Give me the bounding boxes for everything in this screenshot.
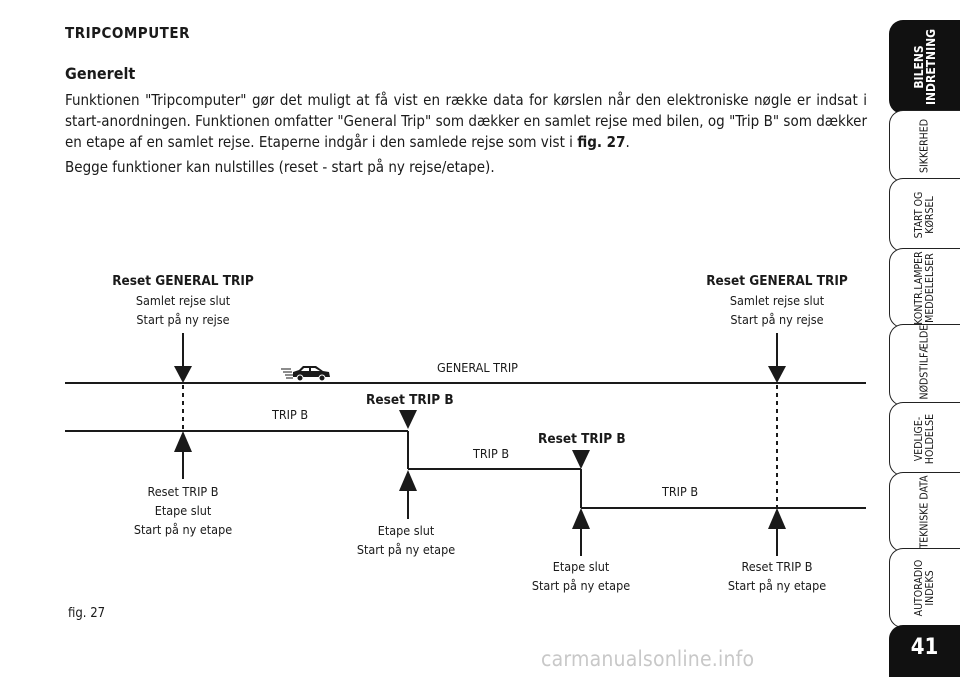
annotation-line: Start på ny etape	[133, 522, 233, 537]
bottom-mid2-annotation: Etape slut Start på ny etape	[532, 557, 630, 595]
tab-tekniske-data[interactable]: TEKNISKE DATA	[889, 472, 960, 552]
tab-vedligeholdelse[interactable]: VEDLIGE-HOLDELSE	[889, 402, 960, 476]
down-arrow-icon	[174, 366, 192, 383]
annotation-line: Start på ny rejse	[136, 312, 230, 327]
annotation-line: Etape slut	[552, 559, 610, 574]
annotation-line: Etape slut	[154, 503, 212, 518]
subheading: Generelt	[65, 64, 136, 83]
tab-label: INDRETNING	[924, 28, 938, 106]
up-arrow-icon	[399, 470, 417, 491]
trip-b-label-3: TRIP B	[662, 484, 699, 499]
top-left-annotation: Reset GENERAL TRIP Samlet rejse slut Sta…	[112, 272, 254, 329]
down-arrow-icon	[768, 366, 786, 383]
annotation-line: Start på ny etape	[727, 578, 827, 593]
paragraph-2: Begge funktioner kan nulstilles (reset -…	[65, 158, 495, 176]
page-number: 41	[889, 625, 960, 677]
reset-trip-b-label-1: Reset TRIP B	[366, 392, 454, 408]
annotation-line: Start på ny rejse	[730, 312, 824, 327]
reset-general-trip-label: Reset GENERAL TRIP	[706, 273, 848, 289]
up-arrow-icon	[174, 431, 192, 452]
down-arrow-icon	[399, 410, 417, 429]
tab-label: I NØDSTILFÆLDE	[918, 324, 931, 406]
general-trip-label: GENERAL TRIP	[437, 360, 518, 375]
annotation-line: Samlet rejse slut	[135, 293, 231, 308]
up-arrow-icon	[768, 508, 786, 529]
annotation-line: Etape slut	[377, 523, 435, 538]
tab-label: INDEKS	[924, 570, 936, 606]
tab-label: TEKNISKE DATA	[918, 475, 931, 549]
car-icon	[281, 366, 330, 382]
bottom-right-annotation: Reset TRIP B Start på ny etape	[728, 557, 826, 595]
tab-label: HOLDELSE	[924, 413, 936, 465]
section-title: TRIPCOMPUTER	[65, 24, 190, 42]
annotation-line: Start på ny etape	[356, 542, 456, 557]
figure-label: fig. 27	[68, 606, 106, 621]
tab-label: KØRSEL	[924, 196, 936, 234]
reset-trip-b-label-2: Reset TRIP B	[538, 431, 626, 447]
top-right-annotation: Reset GENERAL TRIP Samlet rejse slut Sta…	[706, 272, 848, 329]
watermark: carmanualsonline.info	[541, 647, 755, 671]
paragraph-1-end: .	[625, 133, 630, 151]
paragraph-1-text: Funktionen "Tripcomputer" gør det muligt…	[65, 91, 867, 151]
paragraph-1: Funktionen "Tripcomputer" gør det muligt…	[65, 90, 867, 153]
annotation-line: Samlet rejse slut	[729, 293, 825, 308]
bottom-mid1-annotation: Etape slut Start på ny etape	[357, 521, 455, 559]
up-arrow-icon	[572, 508, 590, 529]
tab-label: SIKKERHED	[918, 118, 931, 174]
reset-general-trip-label: Reset GENERAL TRIP	[112, 273, 254, 289]
annotation-line: Reset TRIP B	[147, 484, 219, 499]
tab-label: MEDDELELSER	[924, 253, 936, 323]
figure-reference: fig. 27	[577, 133, 626, 151]
trip-b-label-2: TRIP B	[473, 446, 510, 461]
down-arrow-icon	[572, 450, 590, 469]
tab-sikkerhed[interactable]: SIKKERHED	[889, 110, 960, 182]
trip-b-label-1: TRIP B	[272, 407, 309, 422]
bottom-left-annotation: Reset TRIP B Etape slut Start på ny etap…	[134, 482, 232, 539]
annotation-line: Start på ny etape	[531, 578, 631, 593]
annotation-line: Reset TRIP B	[741, 559, 813, 574]
tab-nodstilfaelde[interactable]: I NØDSTILFÆLDE	[889, 324, 960, 406]
